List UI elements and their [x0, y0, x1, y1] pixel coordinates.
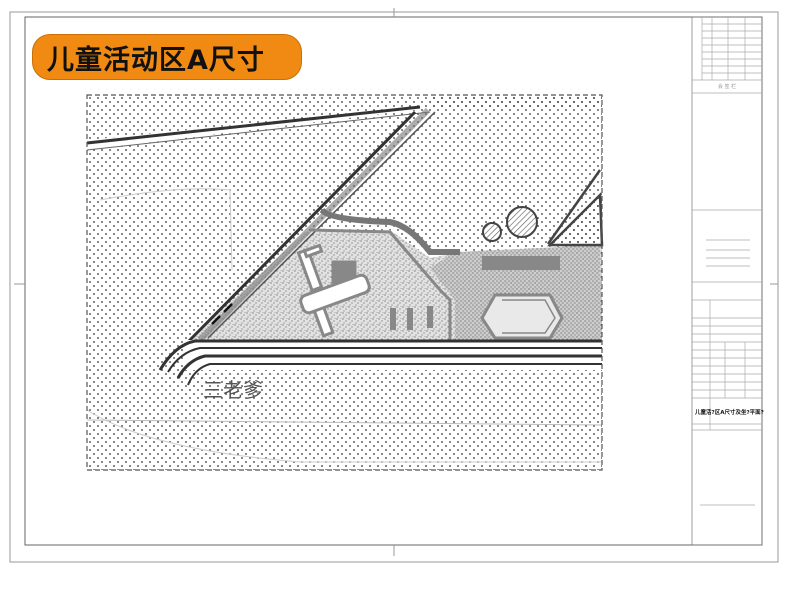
airplane-play-structure	[296, 243, 371, 338]
site-plan	[86, 94, 604, 471]
drawing-title-text: 儿童活?区A尺寸及坐?平面?	[694, 408, 764, 416]
title-block	[691, 16, 763, 546]
slide-title-badge: 儿童活动区A尺寸	[32, 34, 302, 80]
approval-label: 会 签 栏	[718, 83, 736, 90]
drawing-extent-frame	[86, 94, 603, 471]
slide-title: 儿童活动区A尺寸	[47, 44, 265, 76]
site-label: 三老爹	[203, 378, 263, 402]
